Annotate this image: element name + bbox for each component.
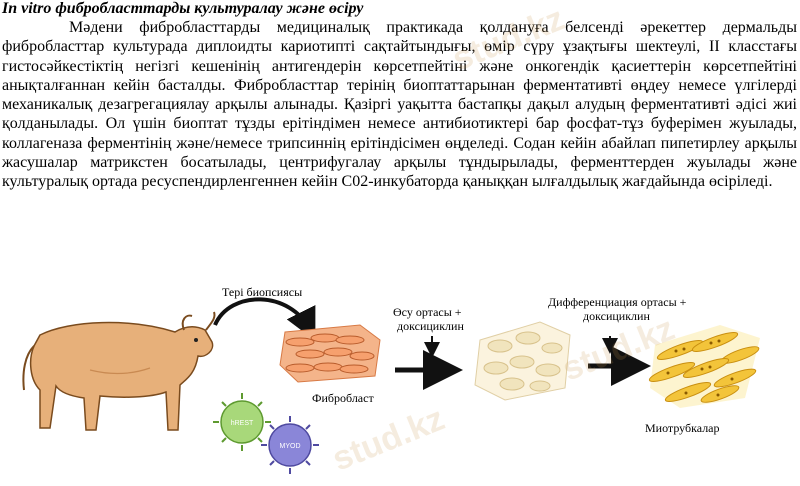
fibroblast-label: Фибробласт bbox=[312, 391, 374, 405]
cultured-cells bbox=[474, 321, 571, 401]
protocol-diagram: hREST MYOD bbox=[0, 280, 800, 481]
skin-biopsy-label: Тері биопсиясы bbox=[222, 285, 303, 299]
myotubes-cluster bbox=[648, 325, 760, 408]
growth-medium-label-2: доксициклин bbox=[397, 319, 464, 333]
cow-illustration bbox=[22, 311, 216, 431]
growth-medium-label-1: Өсу ортасы + bbox=[393, 305, 462, 319]
diagram-graphics: hREST MYOD bbox=[22, 297, 760, 474]
biopsy-arrow bbox=[213, 297, 316, 341]
section-heading: In vitro фибробласттарды культуралау жән… bbox=[2, 0, 364, 17]
virus-myod-label: MYOD bbox=[280, 443, 301, 450]
fibroblast-sheet bbox=[279, 324, 381, 383]
diff-medium-label-2: доксициклин bbox=[583, 309, 650, 323]
virus-hrest: hREST bbox=[213, 393, 271, 451]
diff-medium-label-1: Дифференциация ортасы + bbox=[548, 295, 687, 309]
virus-myod: MYOD bbox=[261, 416, 319, 474]
virus-hrest-label: hREST bbox=[231, 420, 254, 427]
myotubes-label: Миотрубкалар bbox=[645, 421, 720, 435]
body-paragraph: Мәдени фибробласттарды медициналық практ… bbox=[2, 19, 797, 191]
